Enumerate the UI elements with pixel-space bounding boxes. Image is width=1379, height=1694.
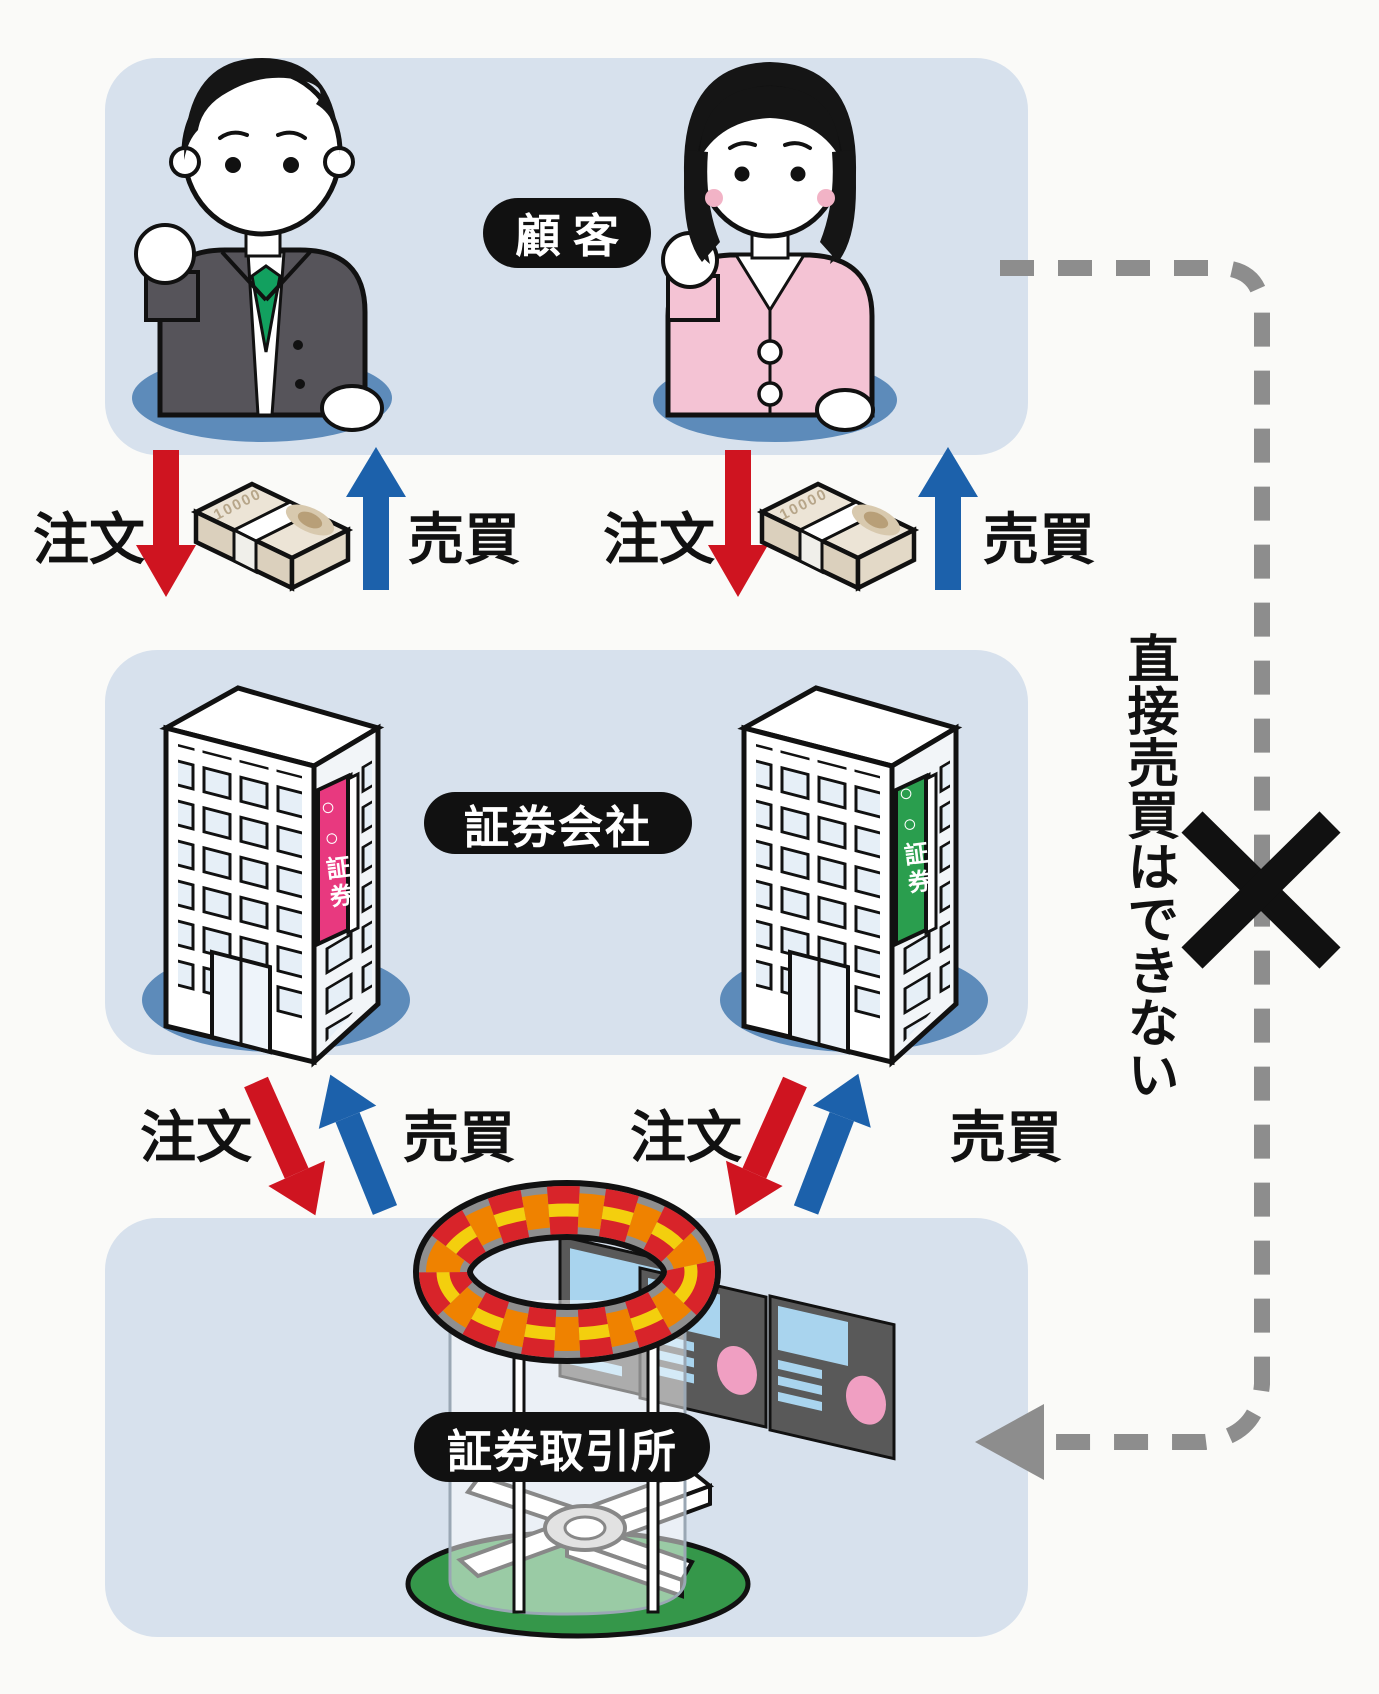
no-direct-trade-dashed-arrow <box>975 260 1270 1480</box>
ticker-ring-icon <box>413 1180 721 1364</box>
customer-label: 顧客 <box>483 198 651 268</box>
stock-exchange-label: 証券取引所 <box>414 1412 710 1482</box>
securities-building-right-icon <box>720 688 988 1062</box>
money-stack-icon-left <box>196 484 348 588</box>
trade-label: 売買 <box>403 1106 515 1169</box>
quote-board-icon <box>768 1294 896 1461</box>
order-label: 注文 <box>630 1106 742 1169</box>
trade-label: 売買 <box>950 1106 1062 1169</box>
person-woman-icon <box>653 62 897 442</box>
securities-building-left-icon <box>142 688 410 1062</box>
securities-company-label: 証券会社 <box>424 792 692 854</box>
trade-arrow-from-exchange-right <box>793 1073 871 1215</box>
order-arrow-to-exchange-right <box>726 1076 807 1216</box>
stock-exchange-icon <box>405 1180 896 1639</box>
prohibited-x-icon <box>1181 811 1341 969</box>
trade-arrow-from-exchange-left <box>318 1074 398 1215</box>
money-stack-icon-right <box>762 484 914 588</box>
order-label: 注文 <box>140 1106 252 1169</box>
no-direct-trade-note: 直接売買はできない <box>1119 632 1177 1100</box>
order-label: 注文 <box>33 508 145 571</box>
dashed-arrowhead-icon <box>975 1404 1044 1480</box>
order-label: 注文 <box>603 508 715 571</box>
person-man-icon <box>132 58 392 442</box>
trade-label: 売買 <box>408 508 520 571</box>
trade-label: 売買 <box>983 508 1095 571</box>
order-arrow-to-exchange-left <box>244 1076 325 1216</box>
